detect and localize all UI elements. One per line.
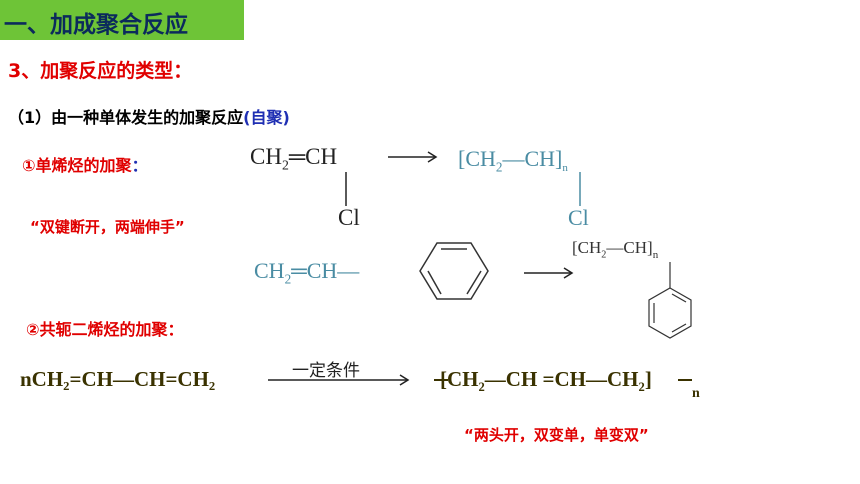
reaction1-reactant-cl: Cl (338, 205, 360, 230)
r3-product-sub: 2 (478, 380, 485, 395)
r1-reactant-double-bond: ═ (288, 144, 306, 169)
r2-product-left: CH (577, 238, 602, 257)
r1-product-right: CH (524, 146, 556, 171)
benzene-ring-icon (648, 287, 692, 339)
sub-heading-paren: (自聚) (243, 108, 290, 127)
section2-note: “两头开，双变单，单变双” (464, 426, 649, 444)
r2-product-sub: 2 (601, 249, 607, 261)
reaction2-arrow (524, 267, 574, 279)
r2-reactant-sub: 2 (284, 271, 292, 287)
reaction1-reactant: CH2═CH (250, 144, 337, 174)
r1-reactant-right: CH (305, 144, 338, 169)
section1-label: ①单烯烃的加聚： (22, 152, 148, 176)
r3-product-sub2: 2 (638, 380, 645, 395)
r2-product-bracket-left: [ (572, 238, 578, 257)
r1-reactant-sub: 2 (281, 157, 289, 173)
section1-note: “双键断开，两端伸手” (30, 218, 185, 236)
r2-product-n: n (652, 249, 659, 261)
r1-product-bond: — (502, 146, 525, 171)
r1-reactant-left: CH (250, 144, 282, 169)
r3-product-mid: —CH =CH—CH (484, 367, 639, 391)
benzene-ring-icon (419, 242, 489, 300)
section1-label-main: ①单烯烃的加聚 (22, 156, 132, 175)
r1-product-bracket-right: ] (555, 146, 563, 171)
reaction1-product-cl: Cl (568, 205, 589, 230)
r2-reactant-left: CH (254, 258, 285, 283)
reaction1-product: [CH2—CH]n (458, 146, 568, 175)
sub-heading: （1）由一种单体发生的加聚反应(自聚) (8, 104, 290, 128)
r1-product-sub: 2 (495, 159, 503, 175)
title-bar (0, 0, 244, 40)
r2-product-right: CH (623, 238, 648, 257)
r2-reactant-right: CH— (306, 258, 360, 283)
reaction3-product: [CH2—CH =CH—CH2] (440, 367, 652, 395)
reaction2-product: [CH2—CH]n (572, 238, 659, 261)
reaction3-reactant: nCH₂=CH—CH=CH₂ (20, 367, 216, 391)
r1-product-n: n (562, 162, 568, 174)
r3-product-right: ] (644, 367, 652, 391)
sub-heading-main: （1）由一种单体发生的加聚反应 (8, 108, 244, 127)
r2-product-bond: — (606, 238, 624, 257)
section1-label-colon: ： (131, 156, 148, 175)
r2-reactant-double-bond: ═ (291, 258, 307, 283)
r1-product-bracket-left: [ (458, 146, 466, 171)
reaction3-n: n (692, 386, 700, 401)
page-title: 一、加成聚合反应 (4, 12, 188, 38)
section2-label: ②共轭二烯烃的加聚： (26, 320, 184, 339)
reaction1-arrow (388, 151, 438, 163)
reaction2-reactant: CH2═CH— (254, 258, 359, 287)
r1-product-left: CH (465, 146, 496, 171)
reaction3-arrow (268, 374, 410, 386)
section-heading: 3、加聚反应的类型： (8, 60, 193, 82)
r2-product-bracket-right: ] (647, 238, 653, 257)
reaction3-condition: 一定条件 (292, 361, 360, 381)
